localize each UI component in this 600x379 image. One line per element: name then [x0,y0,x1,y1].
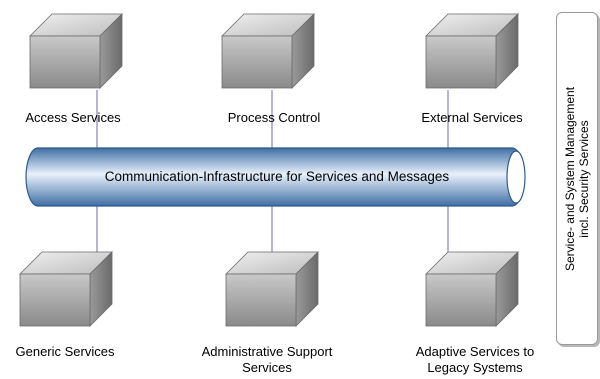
pipe-label: Communication-Infrastructure for Service… [104,169,450,184]
communication-pipe [25,147,526,207]
label-generic-services: Generic Services [15,344,115,359]
pipe-end-cap [506,150,526,204]
label-external-services: External Services [421,110,523,125]
box-access-services [29,13,123,89]
box-adaptive-services [425,251,519,327]
label-administrative-support: Administrative Support Services [201,344,333,375]
box-administrative-support [225,251,319,327]
side-panel-management: Service- and System Management incl. Sec… [556,12,598,345]
label-adaptive-services: Adaptive Services to Legacy Systems [415,344,535,375]
connectors [96,90,449,252]
side-panel-line-2: incl. Security Services [577,119,591,238]
side-panel-text: Service- and System Management incl. Sec… [563,86,591,270]
side-panel-line-1: Service- and System Management [563,86,577,271]
box-process-control [221,13,315,89]
box-generic-services [19,251,113,327]
label-access-services: Access Services [25,110,121,125]
label-process-control: Process Control [227,110,321,125]
box-external-services [425,13,519,89]
